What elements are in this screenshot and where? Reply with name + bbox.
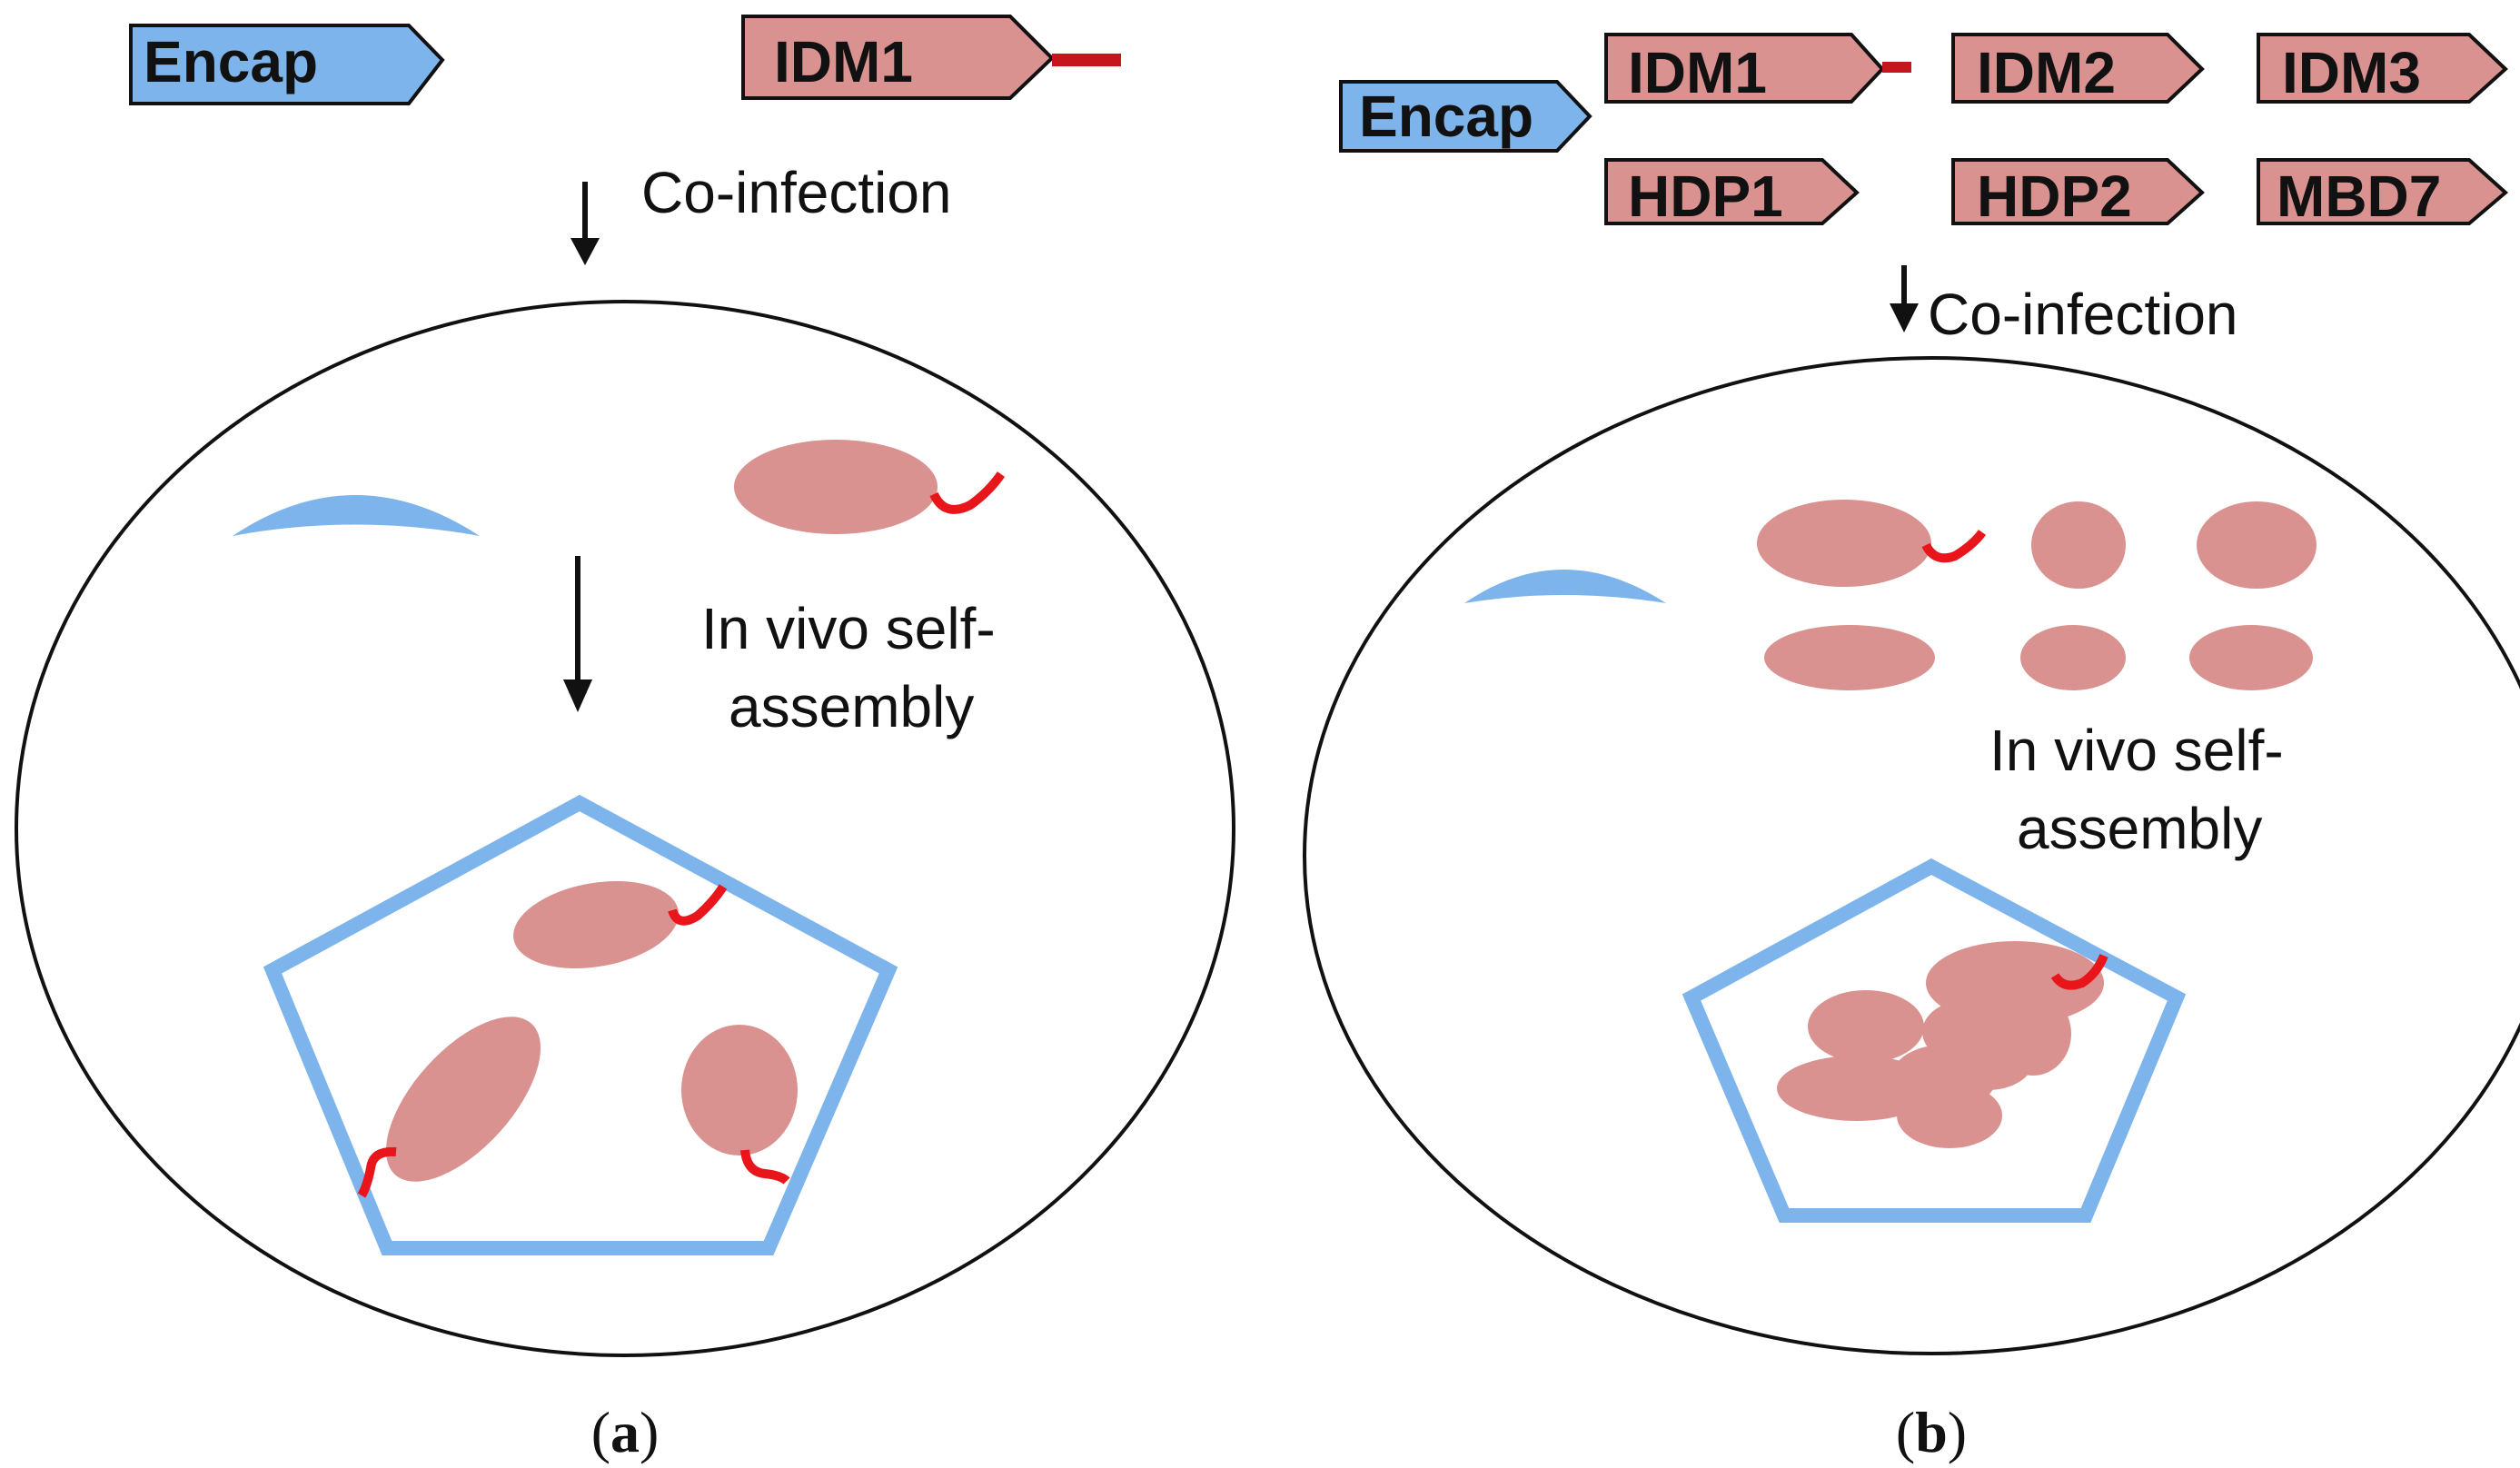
panel-label-b: (b): [1896, 1400, 1967, 1464]
cargo-hdp1-b: [1764, 625, 1935, 690]
cell-a: [15, 300, 1235, 1357]
gene-encap-b-label: Encap: [1359, 84, 1533, 149]
gene-idm1-b: IDM1: [1604, 33, 1911, 105]
nanocompartment-a: [263, 794, 898, 1255]
self-assembly-arrow-a: [563, 556, 592, 712]
encap-monomer-a: [233, 495, 480, 536]
co-infection-label-a: Co-infection: [641, 160, 952, 225]
self-assembly-label-a-line2: assembly: [729, 674, 974, 739]
panel-label-a: (a): [591, 1400, 660, 1464]
packaged-cargo-a-1: [513, 880, 728, 969]
nanocompartment-b: [1682, 858, 2187, 1223]
packaged-cargo-a-3: [681, 1025, 798, 1185]
packaged-cargo-a-2: [357, 1017, 541, 1198]
gene-idm3-b: IDM3: [2257, 33, 2508, 105]
cargo-idm3-b: [2197, 501, 2317, 589]
gene-hdp2-b-label: HDP2: [1977, 164, 2132, 229]
co-infection-label-b: Co-infection: [1928, 282, 2238, 347]
cargo-idm1-a: [734, 440, 1006, 534]
gene-mbd7-b: MBD7: [2257, 158, 2509, 229]
gene-mbd7-b-label: MBD7: [2277, 164, 2441, 229]
gene-idm1-a: IDM1: [741, 15, 1121, 100]
packaged-cargo-cluster-b: [1777, 941, 2108, 1148]
gene-idm3-b-label: IDM3: [2282, 40, 2421, 105]
cell-b: [1303, 356, 2520, 1355]
gene-hdp1-b: HDP1: [1604, 158, 1860, 229]
cargo-idm1-b: [1757, 500, 1987, 587]
gene-idm2-b: IDM2: [1951, 33, 2205, 105]
cargo-mbd7-b: [2189, 625, 2313, 690]
encap-monomer-b: [1464, 570, 1666, 603]
panel-b: Encap IDM1 IDM2 IDM3 HDP1 HDP2 MBD7: [1303, 33, 2520, 1464]
cargo-idm2-b: [2031, 501, 2126, 589]
gene-encap-a: Encap: [129, 24, 445, 105]
self-assembly-label-b-line1: In vivo self-: [1989, 718, 2284, 783]
panel-a: Encap IDM1 Co-infection In vivo self-: [15, 15, 1235, 1464]
gene-encap-a-label: Encap: [144, 29, 318, 94]
co-infection-arrow-a: [570, 182, 600, 265]
gene-hdp2-b: HDP2: [1951, 158, 2205, 229]
gene-hdp1-b-label: HDP1: [1628, 164, 1783, 229]
self-assembly-label-b-line2: assembly: [2017, 796, 2262, 861]
gene-idm1-a-label: IDM1: [774, 29, 913, 94]
self-assembly-label-a-line1: In vivo self-: [701, 596, 996, 661]
gene-idm2-b-label: IDM2: [1977, 40, 2116, 105]
gene-encap-b: Encap: [1339, 80, 1592, 153]
co-infection-arrow-b: [1890, 265, 1919, 332]
gene-idm1-b-label: IDM1: [1628, 40, 1767, 105]
cargo-hdp2-b: [2020, 625, 2126, 690]
